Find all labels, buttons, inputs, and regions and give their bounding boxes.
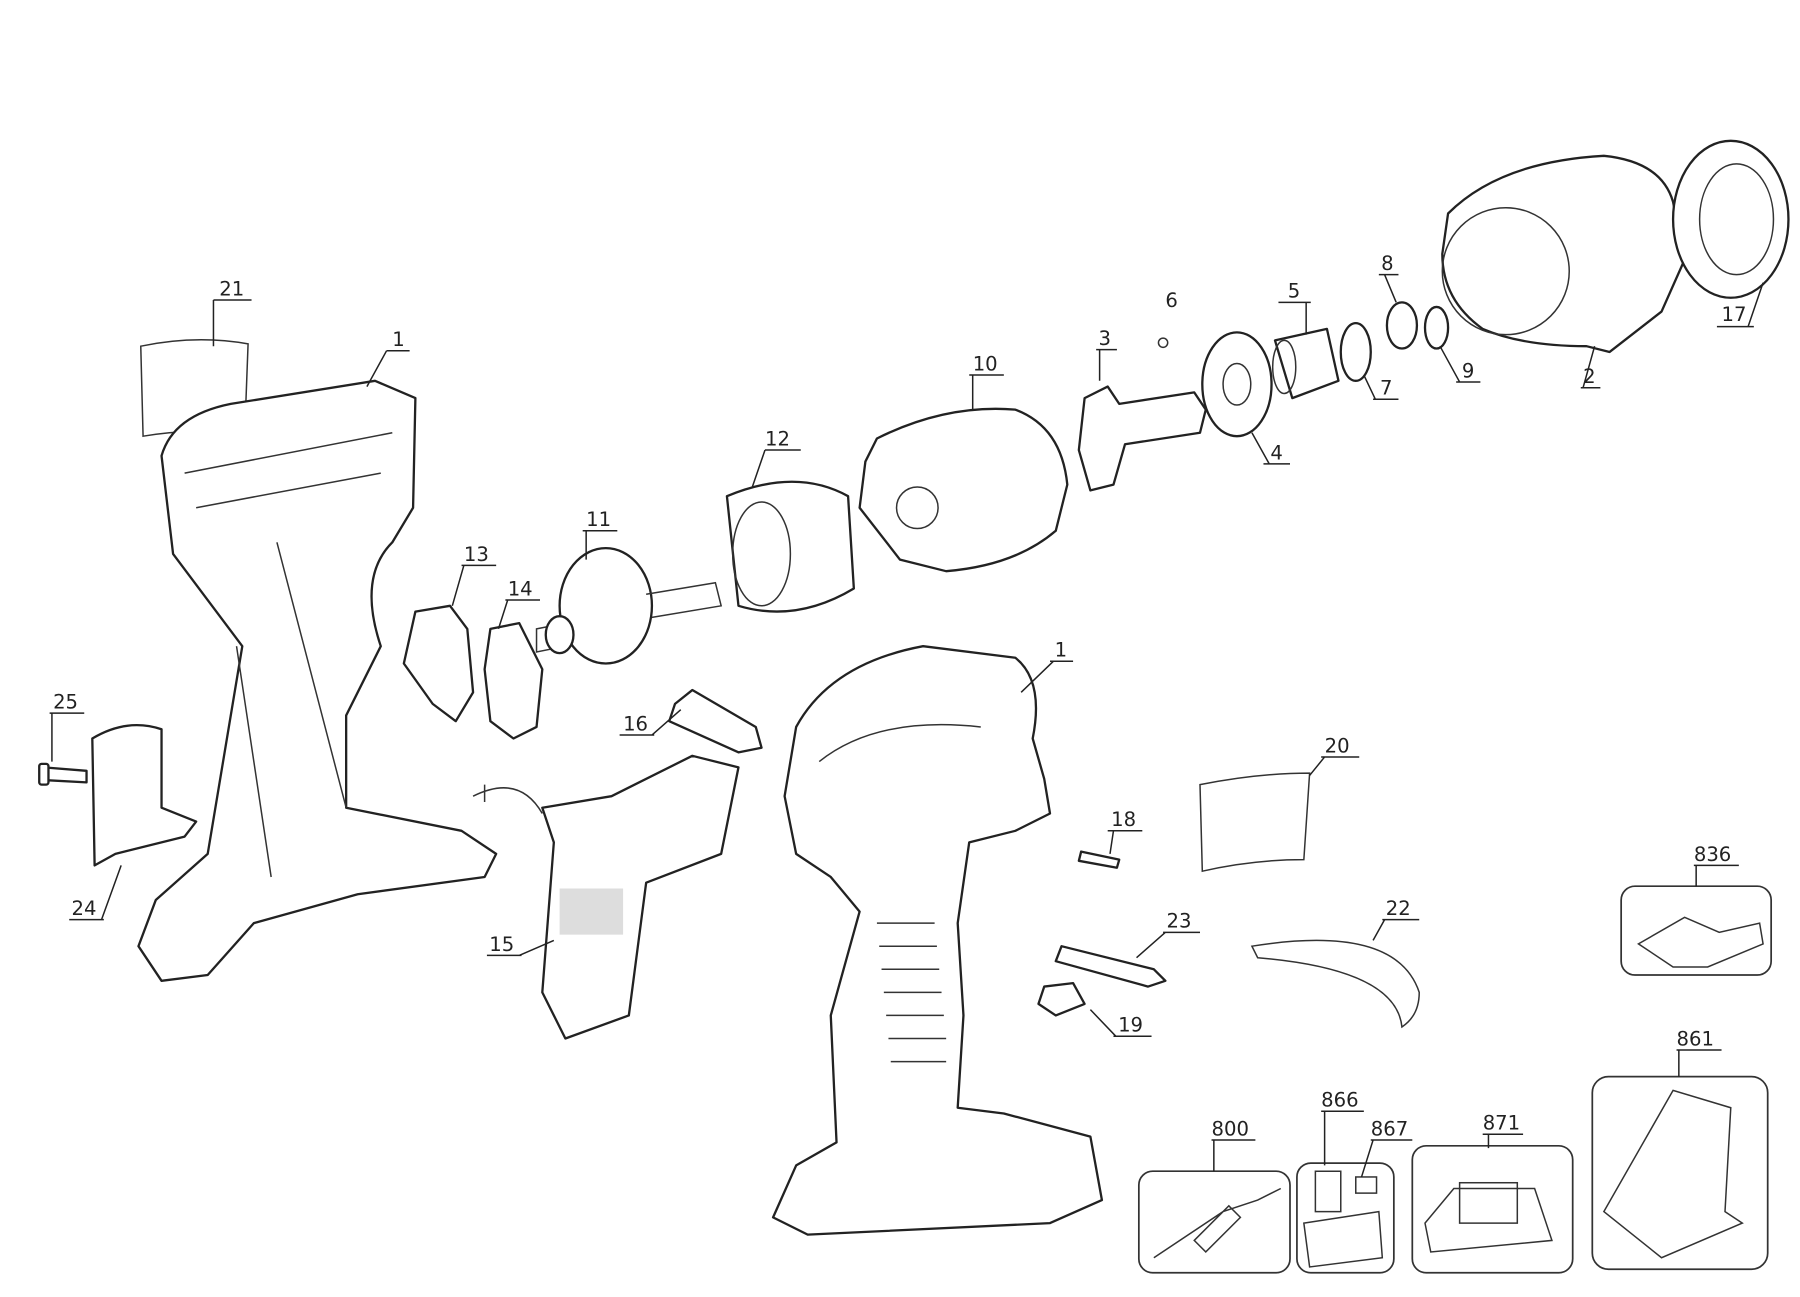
callout-22: 22 xyxy=(1386,897,1411,920)
callout-24: 24 xyxy=(72,897,97,920)
part-10-gear-housing xyxy=(858,407,1069,573)
callout-867: 867 xyxy=(1371,1117,1408,1140)
part-8-ring xyxy=(1385,301,1419,350)
callout-17: 17 xyxy=(1722,303,1747,326)
callout-15: 15 xyxy=(489,933,514,956)
callout-23: 23 xyxy=(1167,910,1192,933)
callout-861: 861 xyxy=(1677,1027,1714,1050)
accessory-800-box xyxy=(1137,1170,1291,1274)
callout-7: 7 xyxy=(1380,377,1392,400)
callout-9: 9 xyxy=(1462,359,1474,382)
part-11-armature xyxy=(558,546,654,665)
part-25-screw xyxy=(42,766,88,784)
part-7-spring xyxy=(1339,321,1372,382)
callout-1-top: 1 xyxy=(392,328,404,351)
part-14-end-plate xyxy=(483,621,544,740)
part-23-bit xyxy=(1054,945,1167,988)
accessory-866-box xyxy=(1296,1162,1395,1274)
part-20-label xyxy=(1199,772,1311,873)
callout-21: 21 xyxy=(219,277,244,300)
callout-25: 25 xyxy=(53,691,78,714)
part-6-ball xyxy=(1157,337,1169,349)
part-18-screw xyxy=(1077,850,1121,869)
callout-16: 16 xyxy=(623,712,648,735)
callout-19: 19 xyxy=(1118,1014,1143,1037)
callout-14: 14 xyxy=(508,577,533,600)
callout-5: 5 xyxy=(1288,280,1300,303)
callout-800: 800 xyxy=(1212,1117,1249,1140)
part-4-washer xyxy=(1201,331,1273,438)
callout-6: 6 xyxy=(1165,289,1177,312)
callout-836: 836 xyxy=(1694,843,1731,866)
callout-1-assembled: 1 xyxy=(1055,639,1067,662)
part-2-nose-housing xyxy=(1441,154,1686,354)
callout-3: 3 xyxy=(1098,327,1110,350)
callout-2: 2 xyxy=(1583,365,1595,388)
callout-labels: 21 1 12 11 10 3 6 5 8 9 2 17 7 4 13 14 1… xyxy=(53,252,1746,1140)
part-17-bumper xyxy=(1671,139,1790,299)
part-16-switch-link xyxy=(668,688,763,754)
callout-12: 12 xyxy=(765,427,790,450)
accessory-871-box xyxy=(1411,1144,1574,1274)
part-5-bushing xyxy=(1273,327,1340,400)
part-1-housing-assembled xyxy=(771,645,1104,1236)
part-24-belt-clip xyxy=(91,724,198,867)
callout-20: 20 xyxy=(1325,734,1350,757)
part-19-bit-holder xyxy=(1037,981,1086,1017)
part-3-anvil xyxy=(1077,385,1207,492)
accessory-836-box xyxy=(1620,885,1773,976)
callout-11: 11 xyxy=(586,508,611,531)
callout-10: 10 xyxy=(973,352,998,375)
callout-18: 18 xyxy=(1111,808,1136,831)
part-22-gasket xyxy=(1250,939,1420,1029)
callout-13: 13 xyxy=(464,543,489,566)
callout-866: 866 xyxy=(1321,1089,1358,1112)
callout-8: 8 xyxy=(1381,252,1393,275)
part-9-o-ring xyxy=(1423,305,1450,350)
callout-871: 871 xyxy=(1483,1112,1520,1135)
part-13-brush-holder xyxy=(402,604,475,723)
leader-lines xyxy=(49,273,1764,1178)
callout-4: 4 xyxy=(1270,441,1282,464)
part-1-housing-left xyxy=(137,379,498,982)
accessory-861-box xyxy=(1591,1075,1769,1271)
part-15-switch xyxy=(541,754,740,1040)
